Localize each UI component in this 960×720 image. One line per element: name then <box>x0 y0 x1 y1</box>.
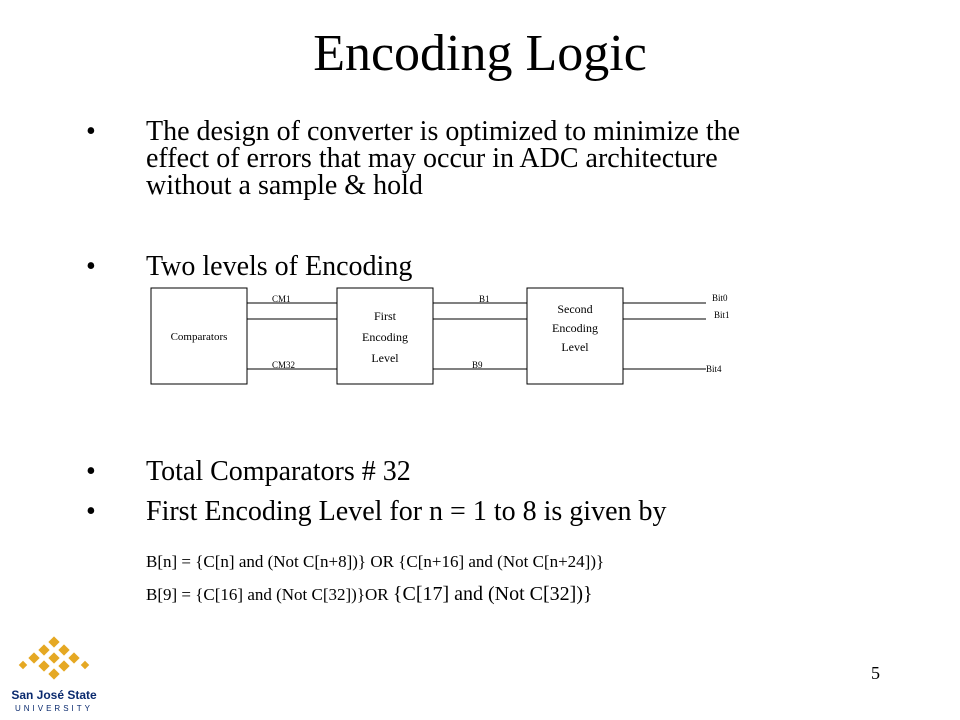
wire-label-b9: B9 <box>472 360 483 370</box>
wire-label-bit0: Bit0 <box>712 293 728 303</box>
comparators-block <box>150 287 248 385</box>
bullet-dot: • <box>86 251 96 282</box>
wire-label-bit4: Bit4 <box>706 364 722 374</box>
bullet-dot: • <box>86 456 96 487</box>
wire-label-cm32: CM32 <box>272 360 295 370</box>
bullet-design-line-1: The design of converter is optimized to … <box>146 116 741 147</box>
comparators-label: Comparators <box>171 331 228 343</box>
second-encoding-label-3: Level <box>561 340 589 354</box>
bullet-design-line-2: effect of errors that may occur in ADC a… <box>146 143 718 174</box>
second-encoding-block <box>526 287 624 385</box>
formula-b9: B[9] = {C[16] and (Not C[32])}OR {C[17] … <box>146 583 593 606</box>
first-encoding-label-2: Encoding <box>362 330 408 344</box>
first-encoding-block <box>336 287 434 385</box>
bullet-first-encoding-text: First Encoding Level for n = 1 to 8 is g… <box>146 496 667 527</box>
bullet-total-comparators-text: Total Comparators # 32 <box>146 456 411 487</box>
page-number: 5 <box>871 663 880 683</box>
first-encoding-label-1: First <box>374 309 397 323</box>
sjsu-logo: San José State UNIVERSITY <box>6 636 102 718</box>
second-encoding-label-2: Encoding <box>552 321 598 335</box>
slide-title: Encoding Logic <box>313 25 647 82</box>
logo-line-1: San José State <box>11 688 97 702</box>
formula-bn: B[n] = {C[n] and (Not C[n+8])} OR {C[n+1… <box>146 552 605 571</box>
bullet-design-line-3: without a sample & hold <box>146 170 423 201</box>
formula-b9-part1: B[9] = {C[16] and (Not C[32])}OR <box>146 585 393 604</box>
logo-line-2: UNIVERSITY <box>14 704 93 713</box>
formula-b9-part2: {C[17] and (Not C[32])} <box>392 583 593 605</box>
wire-label-bit1: Bit1 <box>714 310 730 320</box>
bullet-two-levels-text: Two levels of Encoding <box>146 251 413 282</box>
bullet-dot: • <box>86 496 96 527</box>
second-encoding-label-1: Second <box>557 302 592 316</box>
first-encoding-label-3: Level <box>371 351 399 365</box>
sjsu-tower-icon <box>18 636 90 680</box>
wire-label-cm1: CM1 <box>272 294 291 304</box>
bullet-dot: • <box>86 116 96 147</box>
wire-label-b1: B1 <box>479 294 490 304</box>
